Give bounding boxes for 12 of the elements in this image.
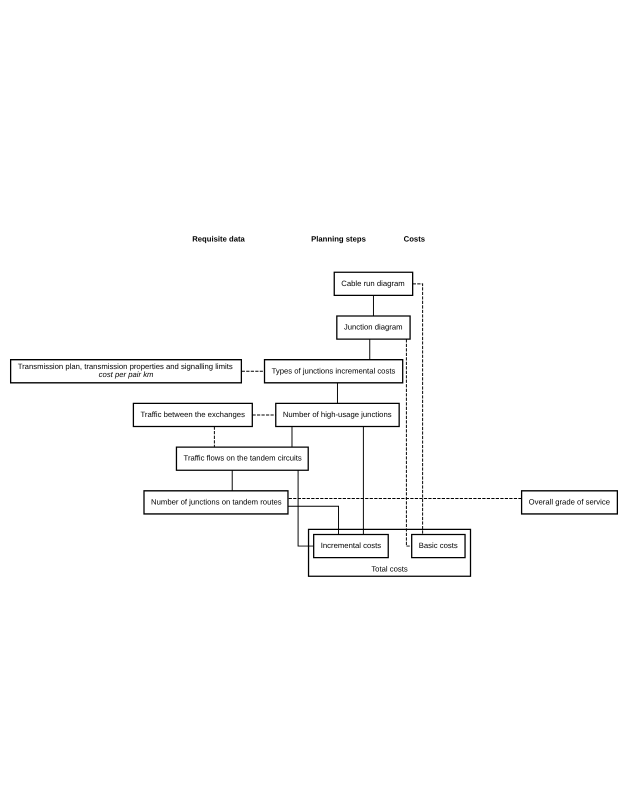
connector xyxy=(288,498,522,499)
connector xyxy=(252,414,276,416)
connector xyxy=(406,338,412,547)
connector xyxy=(288,506,340,535)
connector xyxy=(372,295,374,316)
connector xyxy=(369,338,370,360)
connector xyxy=(232,470,233,492)
connector xyxy=(241,370,265,372)
connector xyxy=(298,470,314,547)
connector xyxy=(362,426,364,535)
connector xyxy=(336,382,338,404)
connector xyxy=(214,426,215,448)
